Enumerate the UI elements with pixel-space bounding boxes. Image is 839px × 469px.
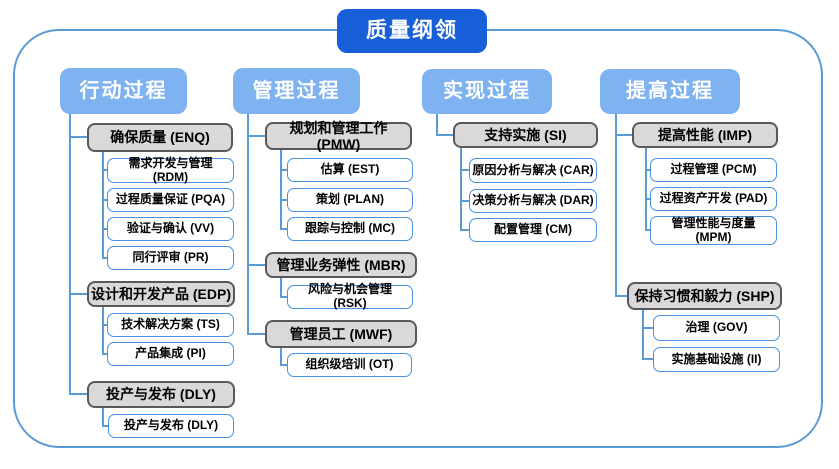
group-edp: 设计和开发产品 (EDP) xyxy=(87,281,235,307)
connector-line xyxy=(102,307,104,355)
process-node-pad: 过程资产开发 (PAD) xyxy=(650,187,777,211)
connector-line xyxy=(69,136,87,138)
group-mbr: 管理业务弹性 (MBR) xyxy=(265,252,417,278)
connector-line xyxy=(436,114,438,136)
connector-line xyxy=(280,169,287,171)
connector-line xyxy=(247,135,265,137)
connector-line xyxy=(280,278,282,298)
process-node-dar: 决策分析与解决 (DAR) xyxy=(469,189,597,213)
connector-line xyxy=(645,198,650,200)
process-node-ii: 实施基础设施 (II) xyxy=(653,347,780,372)
connector-line xyxy=(102,353,107,355)
connector-line xyxy=(280,348,282,366)
process-node-pr: 同行评审 (PR) xyxy=(107,246,234,270)
connector-line xyxy=(247,264,265,266)
connector-line xyxy=(102,257,107,259)
process-node-pi: 产品集成 (PI) xyxy=(107,342,234,366)
header-management-process: 管理过程 xyxy=(233,68,360,114)
connector-line xyxy=(642,327,653,329)
connector-line xyxy=(247,114,249,335)
connector-line xyxy=(460,148,462,231)
group-enq: 确保质量 (ENQ) xyxy=(87,123,233,152)
connector-line xyxy=(615,134,632,136)
process-node-est: 估算 (EST) xyxy=(287,158,413,182)
header-action-process: 行动过程 xyxy=(60,68,187,114)
connector-line xyxy=(460,169,469,171)
connector-line xyxy=(102,408,104,427)
connector-line xyxy=(247,333,265,335)
connector-line xyxy=(69,114,71,395)
process-node-rdm: 需求开发与管理 (RDM) xyxy=(107,156,234,183)
connector-line xyxy=(102,169,107,171)
connector-line xyxy=(102,199,107,201)
process-node-pqa: 过程质量保证 (PQA) xyxy=(107,188,234,212)
process-node-vv: 验证与确认 (VV) xyxy=(107,217,234,241)
connector-line xyxy=(69,293,87,295)
group-imp: 提高性能 (IMP) xyxy=(632,122,778,148)
connector-line xyxy=(69,393,87,395)
connector-line xyxy=(280,364,287,366)
connector-line xyxy=(280,296,287,298)
connector-line xyxy=(615,295,627,297)
process-node-car: 原因分析与解决 (CAR) xyxy=(469,158,597,183)
connector-line xyxy=(280,199,287,201)
connector-line xyxy=(460,200,469,202)
process-node-pcm: 过程管理 (PCM) xyxy=(650,158,777,182)
connector-line xyxy=(102,152,104,259)
group-pmw: 规划和管理工作 (PMW) xyxy=(265,120,412,152)
process-node-ts: 技术解决方案 (TS) xyxy=(107,313,234,337)
header-implementation-process: 实现过程 xyxy=(422,69,552,114)
group-mwf: 管理员工 (MWF) xyxy=(265,320,417,348)
process-node-plan: 策划 (PLAN) xyxy=(287,188,413,212)
group-dly: 投产与发布 (DLY) xyxy=(87,381,235,408)
process-node-mpm: 管理性能与度量 (MPM) xyxy=(650,216,777,245)
process-node-ot: 组织级培训 (OT) xyxy=(287,353,412,377)
connector-line xyxy=(436,134,453,136)
connector-line xyxy=(642,310,644,360)
connector-line xyxy=(645,229,650,231)
connector-line xyxy=(102,324,107,326)
process-node-mc: 跟踪与控制 (MC) xyxy=(287,217,413,241)
connector-line xyxy=(615,114,617,297)
connector-line xyxy=(645,169,650,171)
connector-line xyxy=(102,425,108,427)
header-improvement-process: 提高过程 xyxy=(600,69,740,114)
process-node-gov: 治理 (GOV) xyxy=(653,315,780,341)
connector-line xyxy=(102,228,107,230)
process-node-dly: 投产与发布 (DLY) xyxy=(108,414,234,438)
connector-line xyxy=(460,229,469,231)
process-node-cm: 配置管理 (CM) xyxy=(469,218,597,242)
connector-line xyxy=(280,228,287,230)
group-si: 支持实施 (SI) xyxy=(453,122,598,148)
group-shp: 保持习惯和毅力 (SHP) xyxy=(627,282,782,310)
connector-line xyxy=(642,358,653,360)
diagram-title: 质量纲领 xyxy=(337,9,487,53)
process-node-rsk: 风险与机会管理 (RSK) xyxy=(287,282,413,310)
connector-line xyxy=(280,150,282,230)
connector-line xyxy=(645,148,647,231)
